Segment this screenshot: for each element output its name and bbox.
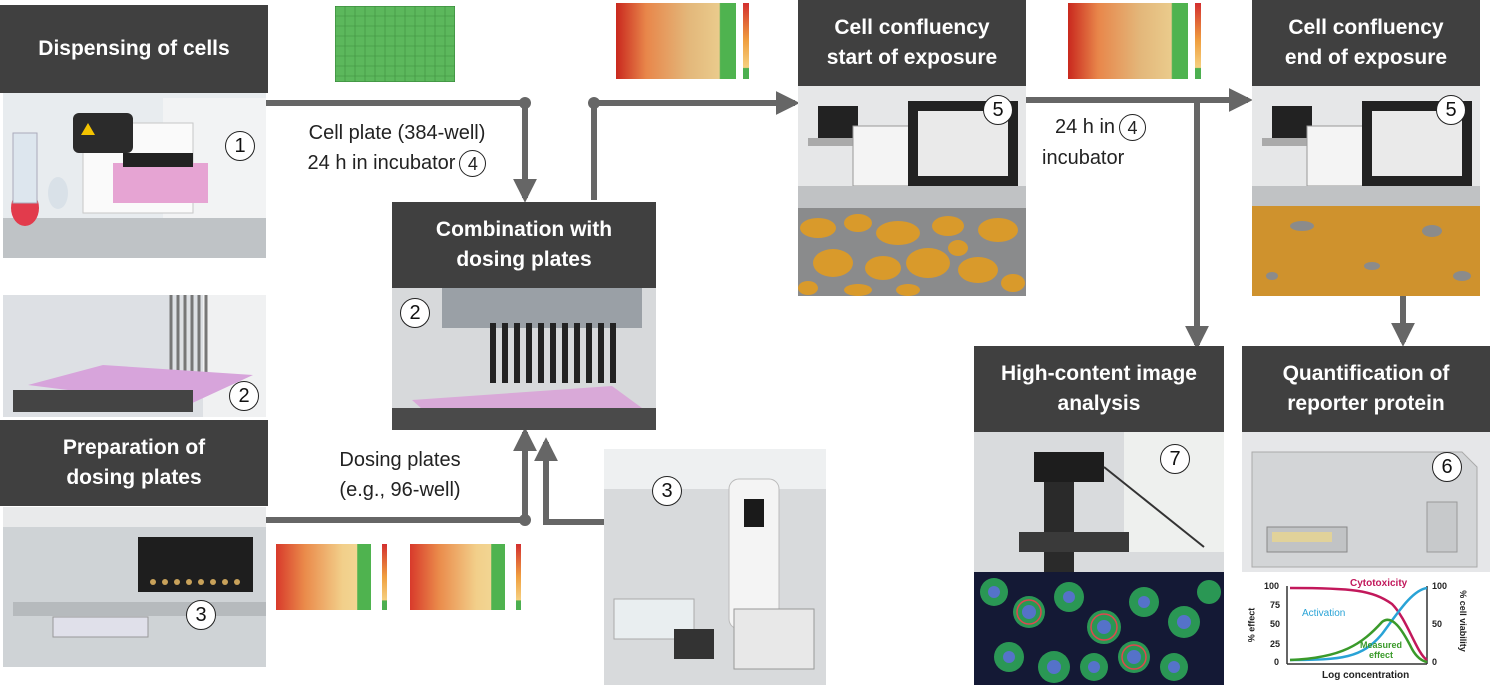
step-number-4: 4 [459, 150, 487, 178]
confluency-start-micrograph [798, 208, 1026, 296]
step-number-2-comb: 2 [400, 298, 430, 328]
right-axis-label: % cell viability [1457, 590, 1468, 652]
x-axis-label: Log concentration [1322, 670, 1410, 681]
left-tick-0: 0 [1274, 657, 1280, 667]
preparation-title: Preparation of dosing plates [0, 420, 268, 506]
dose-response-mini-chart: 100 75 50 25 0 100 50 0 % effect % cell … [1242, 574, 1490, 686]
left-tick-50: 50 [1270, 619, 1281, 629]
step-number-5-end: 5 [1436, 95, 1466, 125]
cytotoxicity-label: Cytotoxicity [1350, 578, 1408, 589]
left-tick-75: 75 [1270, 600, 1281, 610]
right-tick-100: 100 [1432, 581, 1448, 591]
dosing-plates-label-2: (e.g., 96-well) [339, 479, 461, 501]
incubator-label-1-text: 24 h in [1055, 116, 1116, 138]
cell-plate-label-2-text: 24 h in incubator [307, 152, 456, 174]
left-tick-100: 100 [1264, 581, 1280, 591]
activation-curve [1289, 586, 1428, 662]
incubator-label-2: incubator [1042, 147, 1125, 169]
confluency-start-title: Cell confluency start of exposure [798, 0, 1026, 86]
step-number-3-pipette: 3 [652, 476, 682, 506]
measured-effect-curve [1289, 618, 1428, 664]
combination-title: Combination with dosing plates [392, 202, 656, 288]
pipette-photo [604, 449, 826, 685]
dispensing-photo [3, 93, 266, 258]
left-axis-label: % effect [1246, 607, 1257, 643]
cytotoxicity-curve [1289, 586, 1428, 662]
preparation-photo-bottom [3, 507, 266, 667]
right-tick-0: 0 [1432, 657, 1438, 667]
quantification-title: Quantification of reporter protein [1242, 346, 1490, 432]
step-number-1: 1 [225, 131, 255, 161]
left-tick-25: 25 [1270, 639, 1281, 649]
high-content-title: High-content image analysis [974, 346, 1224, 432]
dosing-plate-layout-1 [276, 538, 396, 614]
step-number-6: 6 [1432, 452, 1462, 482]
step-number-7: 7 [1160, 444, 1190, 474]
activation-label: Activation [1302, 608, 1346, 619]
cell-plate-layout [334, 5, 456, 83]
combination-photo [392, 288, 656, 430]
exposure-end-plate-layout [1068, 3, 1218, 89]
quantification-photo [1242, 432, 1490, 572]
measured-effect-label: Measured effect [1360, 640, 1403, 660]
confluency-end-title: Cell confluency end of exposure [1252, 0, 1480, 86]
high-content-micrograph [974, 572, 1224, 685]
step-number-4-incubator: 4 [1119, 114, 1147, 142]
step-number-3-prep: 3 [186, 600, 216, 630]
dosing-plate-layout-2 [410, 538, 530, 614]
preparation-photo-top [3, 295, 266, 417]
step-number-5-start: 5 [983, 95, 1013, 125]
dispensing-title: Dispensing of cells [0, 5, 268, 93]
step-number-2-prep: 2 [229, 381, 259, 411]
exposure-start-plate-layout [616, 3, 766, 89]
right-tick-50: 50 [1432, 619, 1443, 629]
cell-plate-label-1: Cell plate (384-well) [308, 122, 486, 144]
dosing-plates-label-1: Dosing plates [339, 449, 461, 471]
confluency-end-micrograph [1252, 206, 1480, 296]
